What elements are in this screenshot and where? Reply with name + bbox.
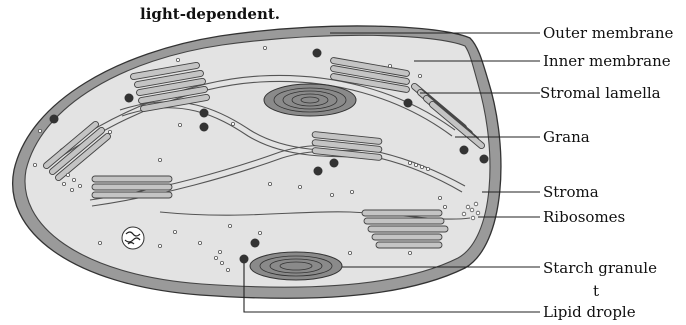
- inner-membrane: [25, 35, 490, 287]
- label-outer-membrane: Outer membrane: [543, 24, 674, 42]
- label-starch-granule: Starch granule: [543, 259, 657, 277]
- dna-body: [122, 227, 144, 249]
- label-stromal-lamella: Stromal lamella: [540, 84, 661, 102]
- label-inner-membrane: Inner membrane: [543, 52, 671, 70]
- starch-granule-top: [264, 84, 356, 116]
- label-stroma: Stroma: [543, 183, 599, 201]
- starch-granule: [250, 252, 342, 280]
- label-grana: Grana: [543, 128, 590, 146]
- label-ribosomes: Ribosomes: [543, 208, 625, 226]
- caption-fragment: light-dependent.: [140, 5, 280, 23]
- granum-center-left: [92, 176, 172, 198]
- label-lipid-droplet: Lipid drople: [543, 303, 636, 321]
- label-stray-letter: t: [593, 282, 599, 300]
